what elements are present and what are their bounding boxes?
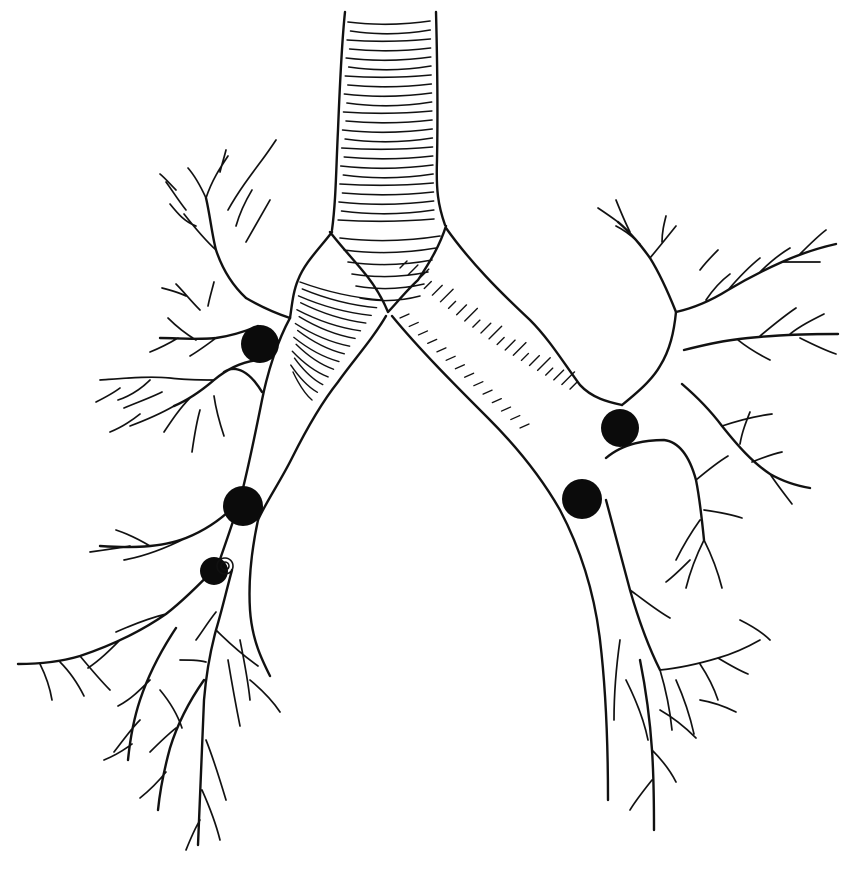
- right-bronchus-ring: [440, 289, 453, 302]
- right-bronchus-ring: [492, 399, 501, 403]
- lymph-node-left-upper: [241, 325, 279, 363]
- right-bronchus-ring: [530, 356, 540, 366]
- trachea-ring: [342, 147, 433, 149]
- trachea-ring: [350, 48, 431, 51]
- trachea-ring: [344, 93, 431, 96]
- right-bronchus-ring: [465, 308, 478, 321]
- right-bronchus-ring: [465, 373, 474, 377]
- right-bronchus-ring: [546, 368, 553, 375]
- lymph-node-left-middle: [223, 486, 263, 526]
- right-bronchus-ring: [432, 285, 442, 295]
- right-main-bronchus-upper-wall: [446, 228, 622, 405]
- trachea: [332, 12, 445, 230]
- right-bronchus-ring: [511, 416, 520, 420]
- right-bronchus-ring: [446, 356, 455, 360]
- trachea-ring: [343, 129, 433, 132]
- trachea-ring: [342, 192, 433, 195]
- trachea-ring: [351, 30, 431, 34]
- right-bronchus-ring: [409, 322, 418, 326]
- right-bronchus-ring: [570, 382, 577, 389]
- lymph-node-right-upper: [601, 409, 639, 447]
- right-bronchus-ring: [455, 365, 464, 369]
- trachea-ring: [349, 66, 431, 70]
- trachea-ring: [344, 156, 432, 159]
- right-bronchus-ring: [473, 320, 480, 327]
- trachea-ring: [348, 84, 431, 87]
- right-bronchus-ring: [554, 370, 564, 380]
- right-bronchus-ring: [437, 348, 446, 352]
- right-bronchus-ring: [489, 326, 502, 339]
- right-bronchus-ring: [497, 337, 504, 344]
- right-bronchus-ring: [521, 353, 528, 360]
- trachea-ring: [346, 57, 431, 60]
- trachea-ring: [342, 210, 434, 214]
- trachea-ring: [344, 111, 432, 113]
- carina-ring: [340, 236, 440, 241]
- left-main-bronchus-upper-wall: [290, 232, 332, 318]
- trachea-ring: [343, 174, 433, 178]
- trachea-left-wall: [332, 12, 345, 230]
- right-bronchus-ring: [520, 424, 529, 428]
- right-bronchus-ring: [428, 339, 437, 343]
- right-bronchus-ring: [538, 358, 551, 371]
- trachea-ring: [346, 120, 432, 123]
- trachea-ring: [339, 201, 434, 204]
- left-lower-lobe-branches: [18, 500, 280, 850]
- right-bronchus-ring: [424, 281, 431, 288]
- trachea-ring: [341, 165, 433, 168]
- right-upper-lobe-branches: [598, 200, 838, 504]
- trachea-ring: [347, 39, 430, 41]
- right-bronchus-ring: [400, 314, 409, 318]
- trachea-ring: [347, 102, 432, 106]
- right-bronchus-ring: [505, 340, 515, 350]
- right-bronchus-ring: [418, 331, 427, 335]
- carina-ring: [348, 260, 432, 265]
- right-bronchus-ring: [457, 305, 467, 315]
- right-bronchus-ring: [562, 372, 575, 385]
- right-bronchus-ring: [502, 407, 511, 411]
- trachea-ring: [345, 138, 432, 142]
- trachea-ring: [345, 75, 431, 77]
- right-bronchus-ring: [483, 390, 492, 394]
- trachea-cartilage-rings: [338, 21, 434, 221]
- lymph-node-left-lower: [200, 557, 228, 585]
- right-bronchus-ring: [513, 343, 526, 356]
- lymph-node-right-lower: [562, 479, 602, 519]
- trachea-ring: [348, 21, 430, 24]
- right-main-bronchus-lower-wall: [392, 316, 608, 800]
- trachea-ring: [338, 219, 434, 221]
- left-bronchus-ring: [300, 282, 382, 300]
- right-lower-lobe-branches: [606, 440, 770, 830]
- trachea-right-wall: [436, 12, 445, 225]
- right-bronchus-ring: [481, 323, 491, 333]
- right-bronchus-ring: [449, 301, 456, 308]
- carina-ring: [344, 248, 436, 253]
- trachea-ring: [340, 183, 433, 185]
- lymph-nodes: [200, 325, 639, 585]
- right-bronchus-ring: [474, 382, 483, 386]
